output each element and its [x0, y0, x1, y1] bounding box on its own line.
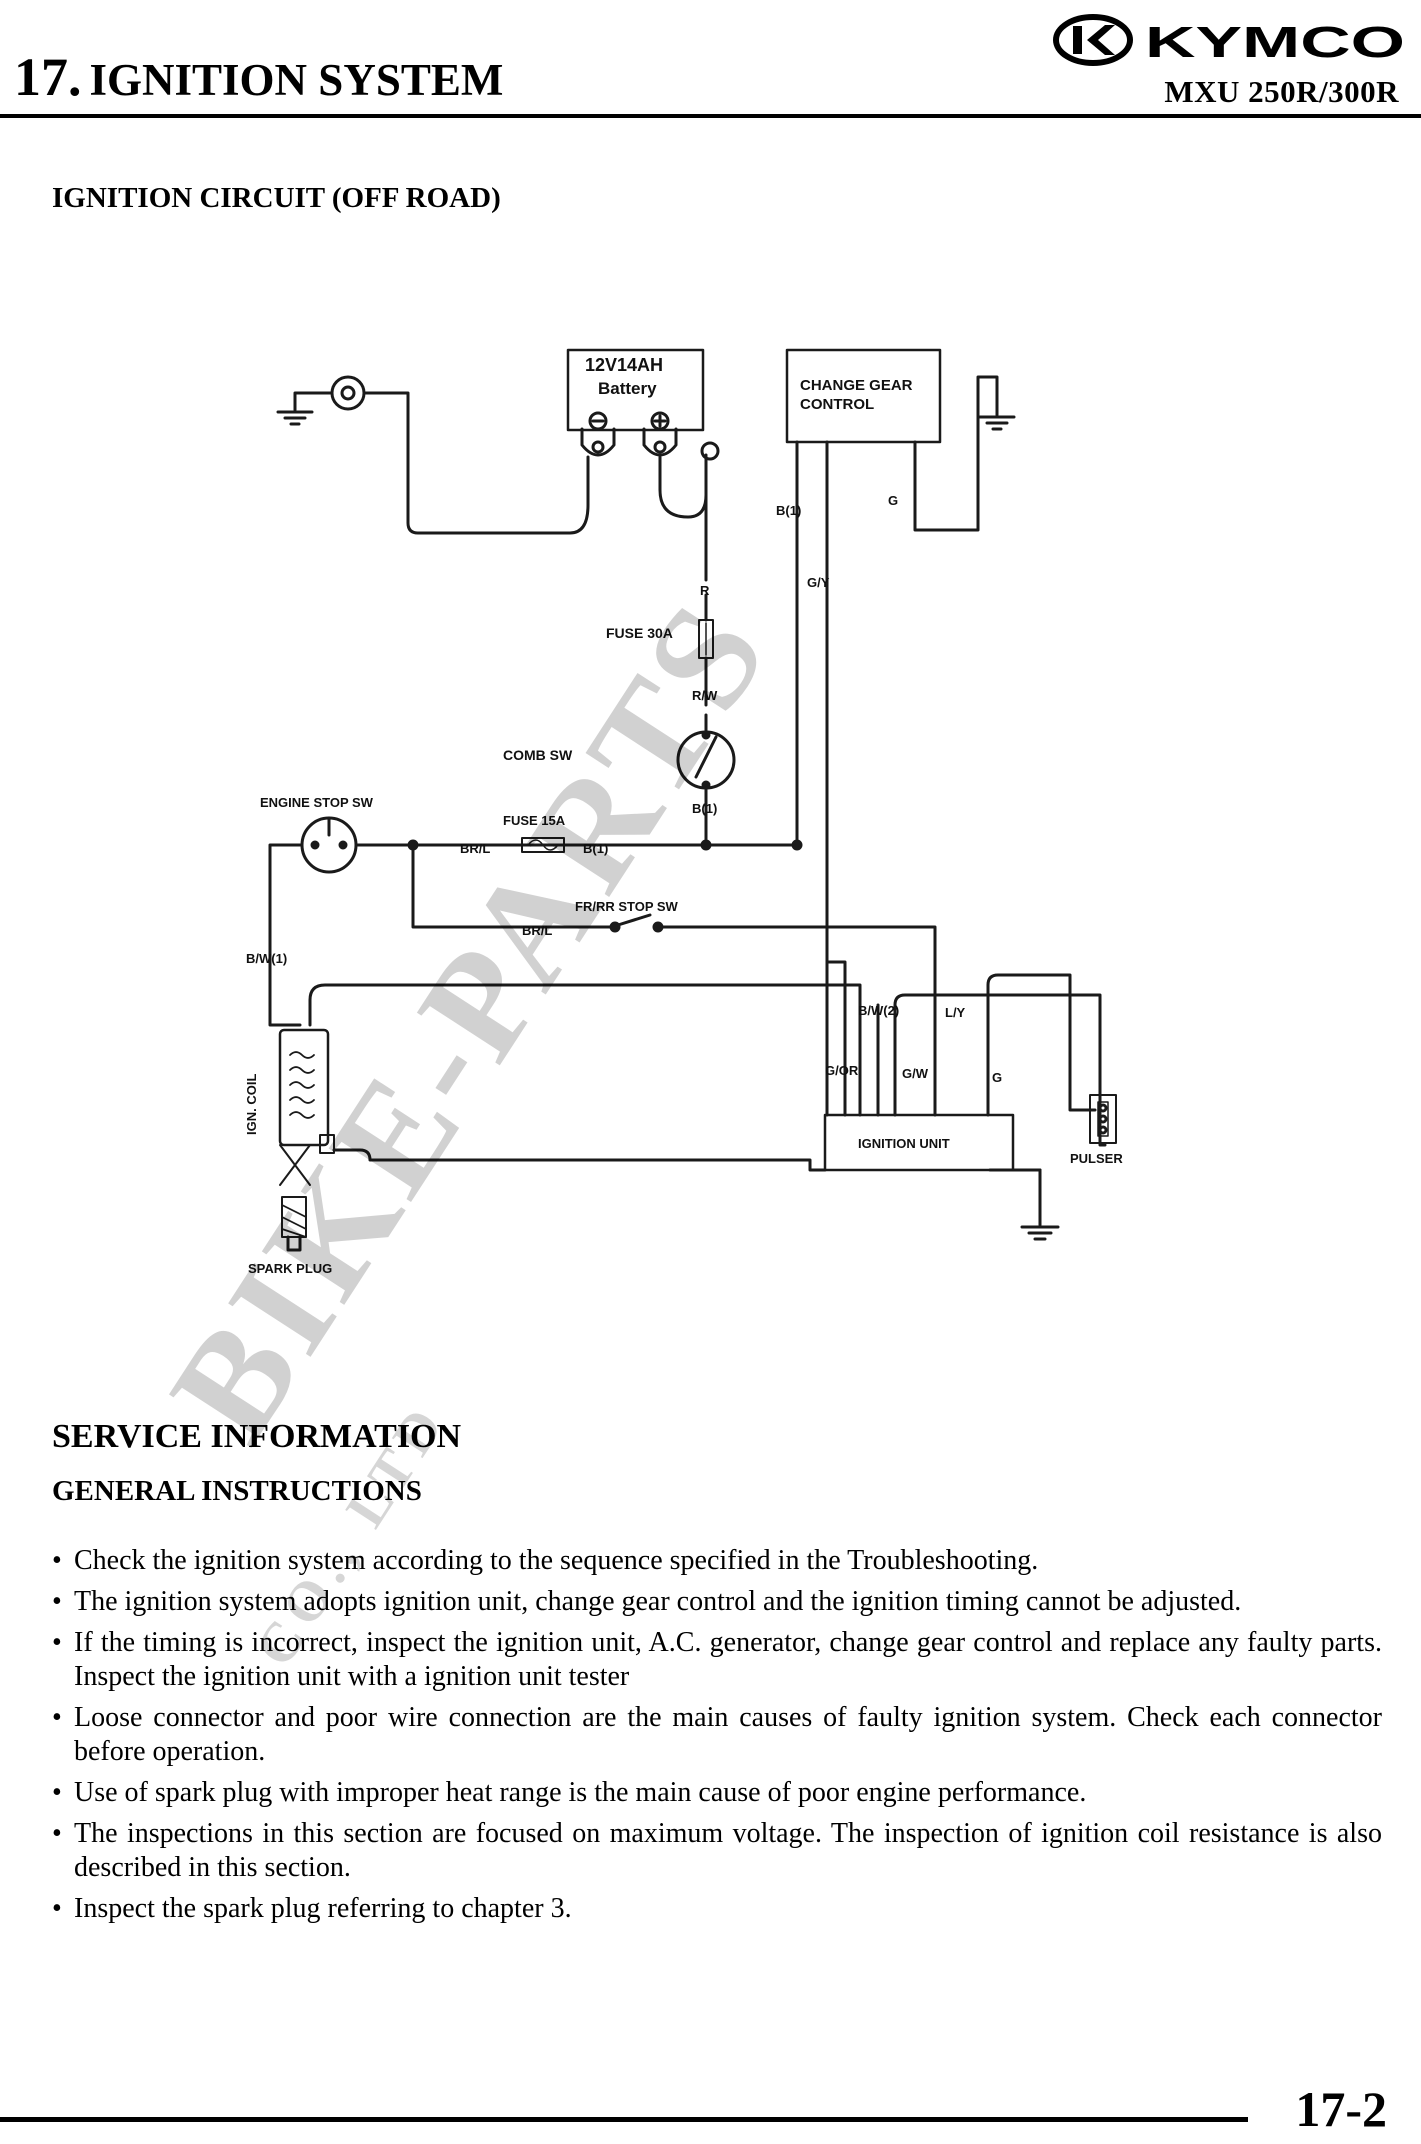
kymco-logo: KYMCO [1053, 14, 1409, 67]
wire-label-gw: G/W [902, 1066, 929, 1081]
ignition-circuit-diagram: 12V14AH Battery CHANGE GEAR CONTROL FUSE… [170, 305, 1210, 1295]
wire-label-bw2: B/W(2) [858, 1003, 899, 1018]
wire-ly [893, 993, 1107, 1147]
chapter-title: 17.IGNITION SYSTEM [14, 50, 503, 104]
bullet-icon: • [52, 1777, 62, 1808]
bullet-icon: • [52, 1818, 62, 1849]
wire-label-gor: G/OR [825, 1063, 859, 1078]
list-item-text: Inspect the spark plug referring to chap… [74, 1893, 572, 1924]
bullet-icon: • [52, 1545, 62, 1576]
battery-rating: 12V14AH [585, 355, 663, 375]
wire-label-brl-fuse: BR/L [460, 841, 490, 856]
list-item-text: The ignition system adopts ignition unit… [74, 1586, 1242, 1617]
fr-rr-stop-sw-label: FR/RR STOP SW [575, 899, 679, 914]
page-number: 17-2 [1295, 2081, 1387, 2137]
change-gear-label-2: CONTROL [800, 396, 874, 413]
engine-stop-switch [300, 816, 358, 874]
wire-g-or [826, 960, 847, 1117]
list-item: • Use of spark plug with improper heat ra… [52, 1776, 1382, 1810]
wire-g-ground [986, 973, 1097, 1117]
brand-name: KYMCO [1145, 18, 1405, 66]
list-item: • The ignition system adopts ignition uni… [52, 1585, 1382, 1619]
ignition-coil [278, 1028, 335, 1186]
change-gear-label-1: CHANGE GEAR [800, 377, 913, 394]
battery [566, 348, 705, 457]
combi-sw-label: COMB SW [503, 747, 573, 763]
wire-label-b1-gear: B(1) [776, 503, 801, 518]
fuse-15a-label: FUSE 15A [503, 813, 566, 828]
model-name: MXU 250R/300R [1164, 74, 1399, 109]
wire-battery-positive [658, 453, 708, 519]
list-item-text: Loose connector and poor wire connection… [74, 1702, 1382, 1767]
bullet-icon: • [52, 1702, 62, 1733]
wire-bw2 [308, 983, 862, 1117]
list-item: • The inspections in this section are foc… [52, 1817, 1382, 1885]
list-item: • Check the ignition system according to … [52, 1544, 1382, 1578]
wire-fr-rr-stop [411, 843, 617, 929]
list-item-text: Check the ignition system according to t… [74, 1545, 1039, 1576]
list-item: • Loose connector and poor wire connectio… [52, 1701, 1382, 1769]
service-information-title: SERVICE INFORMATION [52, 1418, 462, 1455]
bullet-icon: • [52, 1893, 62, 1924]
wire-label-brl-stop: BR/L [522, 923, 552, 938]
wire-label-g-unit: G [992, 1070, 1002, 1085]
list-item: • Inspect the spark plug referring to cha… [52, 1892, 1382, 1926]
pulser [1089, 1094, 1117, 1144]
wire-label-r: R [700, 583, 710, 598]
ignition-unit [823, 1113, 1015, 1172]
section-heading: IGNITION CIRCUIT (OFF ROAD) [52, 182, 501, 214]
wire-label-b1-fuse: B(1) [583, 841, 608, 856]
wire-label-b1-combi: B(1) [692, 801, 717, 816]
wire-label-rw: R/W [692, 688, 718, 703]
header-rule [0, 114, 1421, 118]
general-instructions-title: GENERAL INSTRUCTIONS [52, 1475, 422, 1507]
chapter-title-text: IGNITION SYSTEM [89, 55, 504, 105]
list-item-text: Use of spark plug with improper heat ran… [74, 1777, 1087, 1808]
combination-switch [676, 730, 736, 790]
wire-label-bw1: B/W(1) [246, 951, 287, 966]
bullet-icon: • [52, 1586, 62, 1617]
chassis-ground-terminal [276, 375, 366, 426]
ignition-unit-label: IGNITION UNIT [858, 1136, 950, 1151]
wire-label-g-gear: G [888, 493, 898, 508]
list-item: • If the timing is incorrect, inspect the… [52, 1626, 1382, 1694]
fuse-15a [521, 837, 565, 853]
fuse-30a [698, 619, 714, 659]
bullet-icon: • [52, 1627, 62, 1658]
pulser-label: PULSER [1070, 1151, 1123, 1166]
engine-stop-sw-label: ENGINE STOP SW [260, 795, 374, 810]
spark-plug [281, 1196, 307, 1252]
wire-label-ly: L/Y [945, 1005, 966, 1020]
list-item-text: If the timing is incorrect, inspect the … [74, 1627, 1382, 1692]
wire-ground-to-battery [362, 391, 590, 535]
chapter-number: 17. [14, 47, 82, 107]
list-item-text: The inspections in this section are focu… [74, 1818, 1382, 1883]
instructions-list: • Check the ignition system according to … [52, 1544, 1382, 1933]
ign-coil-label: IGN. COIL [244, 1074, 259, 1135]
footer-rule [0, 2117, 1248, 2122]
battery-label: Battery [598, 379, 657, 398]
spark-plug-label: SPARK PLUG [248, 1261, 332, 1276]
wire-label-gy: G/Y [807, 575, 830, 590]
fuse-30a-label: FUSE 30A [606, 625, 673, 641]
change-gear-control [785, 348, 942, 444]
